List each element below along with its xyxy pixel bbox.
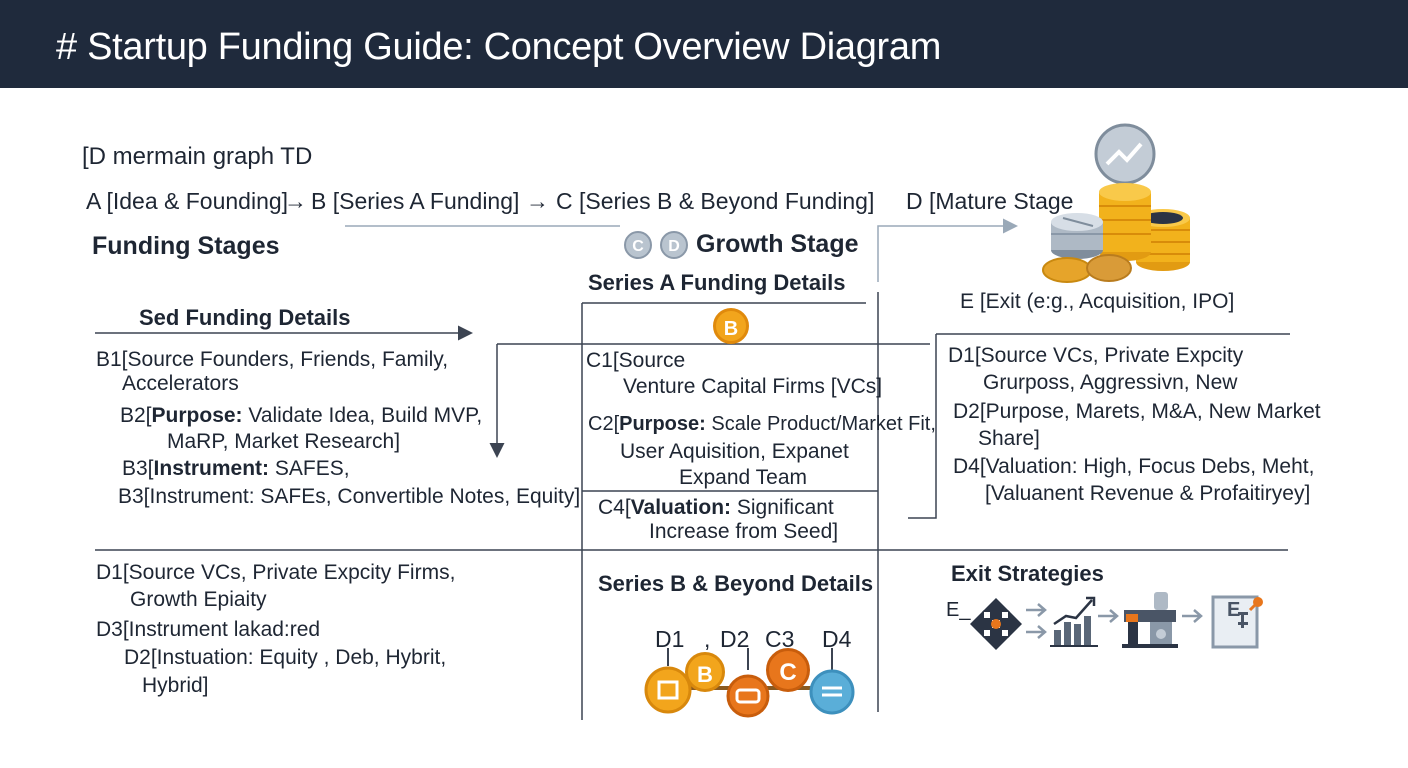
seed-b1-line1: B1[Source Founders, Friends, Family, — [96, 348, 449, 371]
document-icon — [1211, 595, 1263, 649]
flow-node-c: C [Series B & Beyond Funding] — [556, 188, 875, 214]
series-a-c2-line3: Expand Team — [679, 466, 808, 489]
flow-node-b: B [Series A Funding] — [311, 188, 520, 214]
mature-d2-line2: Share] — [978, 427, 1040, 450]
mature-d1-line2: Grurposs, Aggressivn, New — [983, 371, 1238, 394]
flow-node-a: A [Idea & Founding] — [86, 188, 289, 214]
recycle-arrows-icon — [970, 598, 1022, 650]
funding-stages-heading: Funding Stages — [92, 232, 280, 260]
seed-b3a: B3[Instrument: SAFES, — [122, 457, 350, 480]
machine-icon — [1122, 592, 1178, 648]
series-a-c1-line1: C1[Source — [586, 349, 686, 372]
series-a-c2-line1: C2[Purpose: Scale Product/Market Fit, — [588, 413, 936, 435]
seed-details-title: Sed Funding Details — [139, 305, 351, 330]
series-b-label-d1: D1 — [655, 626, 685, 652]
flow-node-d: D [Mature Stage — [906, 188, 1074, 214]
badge-c: C — [624, 231, 652, 259]
bottom-d1-line2: Growth Epiaity — [130, 588, 267, 611]
flow-arrow-bc: → — [526, 188, 549, 214]
series-b-coin-b: B — [685, 652, 725, 692]
bottom-d1-line1: D1[Source VCs, Private Expcity Firms, — [96, 561, 456, 584]
series-a-c2-line2: User Aquisition, Expanet — [620, 440, 849, 463]
mature-d4-line1: D4[Valuation: High, Focus Debs, Meht, — [953, 455, 1315, 478]
flow-arrow-ab: → — [284, 188, 307, 214]
seed-b3b: B3[Instrument: SAFEs, Convertible Notes,… — [118, 485, 581, 508]
series-b-label-d3: C3 — [765, 626, 795, 652]
series-a-c4-line1: C4[Valuation: Significant — [598, 496, 834, 519]
header-bar: # Startup Funding Guide: Concept Overvie… — [0, 0, 1408, 88]
series-b-label-d2: D2 — [720, 626, 750, 652]
seed-b2-line2: MaRP, Market Research] — [167, 430, 401, 453]
seed-b2-line1: B2[Purpose: Validate Idea, Build MVP, — [120, 404, 483, 427]
arrow-right-icon — [1026, 603, 1047, 617]
exit-node: E [Exit (e:g., Acquisition, IPO] — [960, 290, 1235, 313]
exit-e-label: E_ — [946, 599, 971, 621]
series-a-c1-line2: Venture Capital Firms [VCs] — [623, 375, 883, 398]
series-b-comma: , — [704, 626, 711, 652]
series-a-title: Series A Funding Details — [588, 270, 846, 295]
graph-declaration: [D mermain graph TD — [82, 143, 313, 170]
series-a-badge: B — [713, 308, 749, 344]
series-b-label-d4: D4 — [822, 626, 852, 652]
bottom-d3: D3[Instrument lakad:red — [96, 618, 321, 641]
badge-d: D — [660, 231, 688, 259]
bottom-d2-line1: D2[Instuation: Equity , Deb, Hybrit, — [124, 646, 447, 669]
mature-d4-line2: [Valuanent Revenue & Profaitiryey] — [985, 482, 1311, 505]
coin-stack-chart-icon — [1042, 123, 1190, 283]
coin-chain-icon — [644, 648, 855, 718]
arrow-right-icon — [1026, 625, 1047, 639]
series-b-coin-c: C — [766, 648, 810, 692]
mature-d1-line1: D1[Source VCs, Private Expcity — [948, 344, 1244, 367]
page-title: # Startup Funding Guide: Concept Overvie… — [56, 26, 942, 68]
arrow-right-icon — [1182, 609, 1203, 623]
bar-chart-up-icon — [1050, 596, 1098, 647]
series-a-c4-line2: Increase from Seed] — [649, 520, 839, 543]
exit-document-label: E — [1227, 599, 1241, 621]
series-b-title: Series B & Beyond Details — [598, 571, 874, 596]
exit-strategies-title: Exit Strategies — [951, 561, 1104, 586]
arrow-right-icon — [1098, 609, 1119, 623]
seed-b1-line2: Accelerators — [122, 372, 239, 395]
bottom-d2-line2: Hybrid] — [142, 674, 209, 697]
mature-d2-line1: D2[Purpose, Marets, M&A, New Market — [953, 400, 1321, 423]
growth-stage-label: Growth Stage — [696, 230, 859, 258]
